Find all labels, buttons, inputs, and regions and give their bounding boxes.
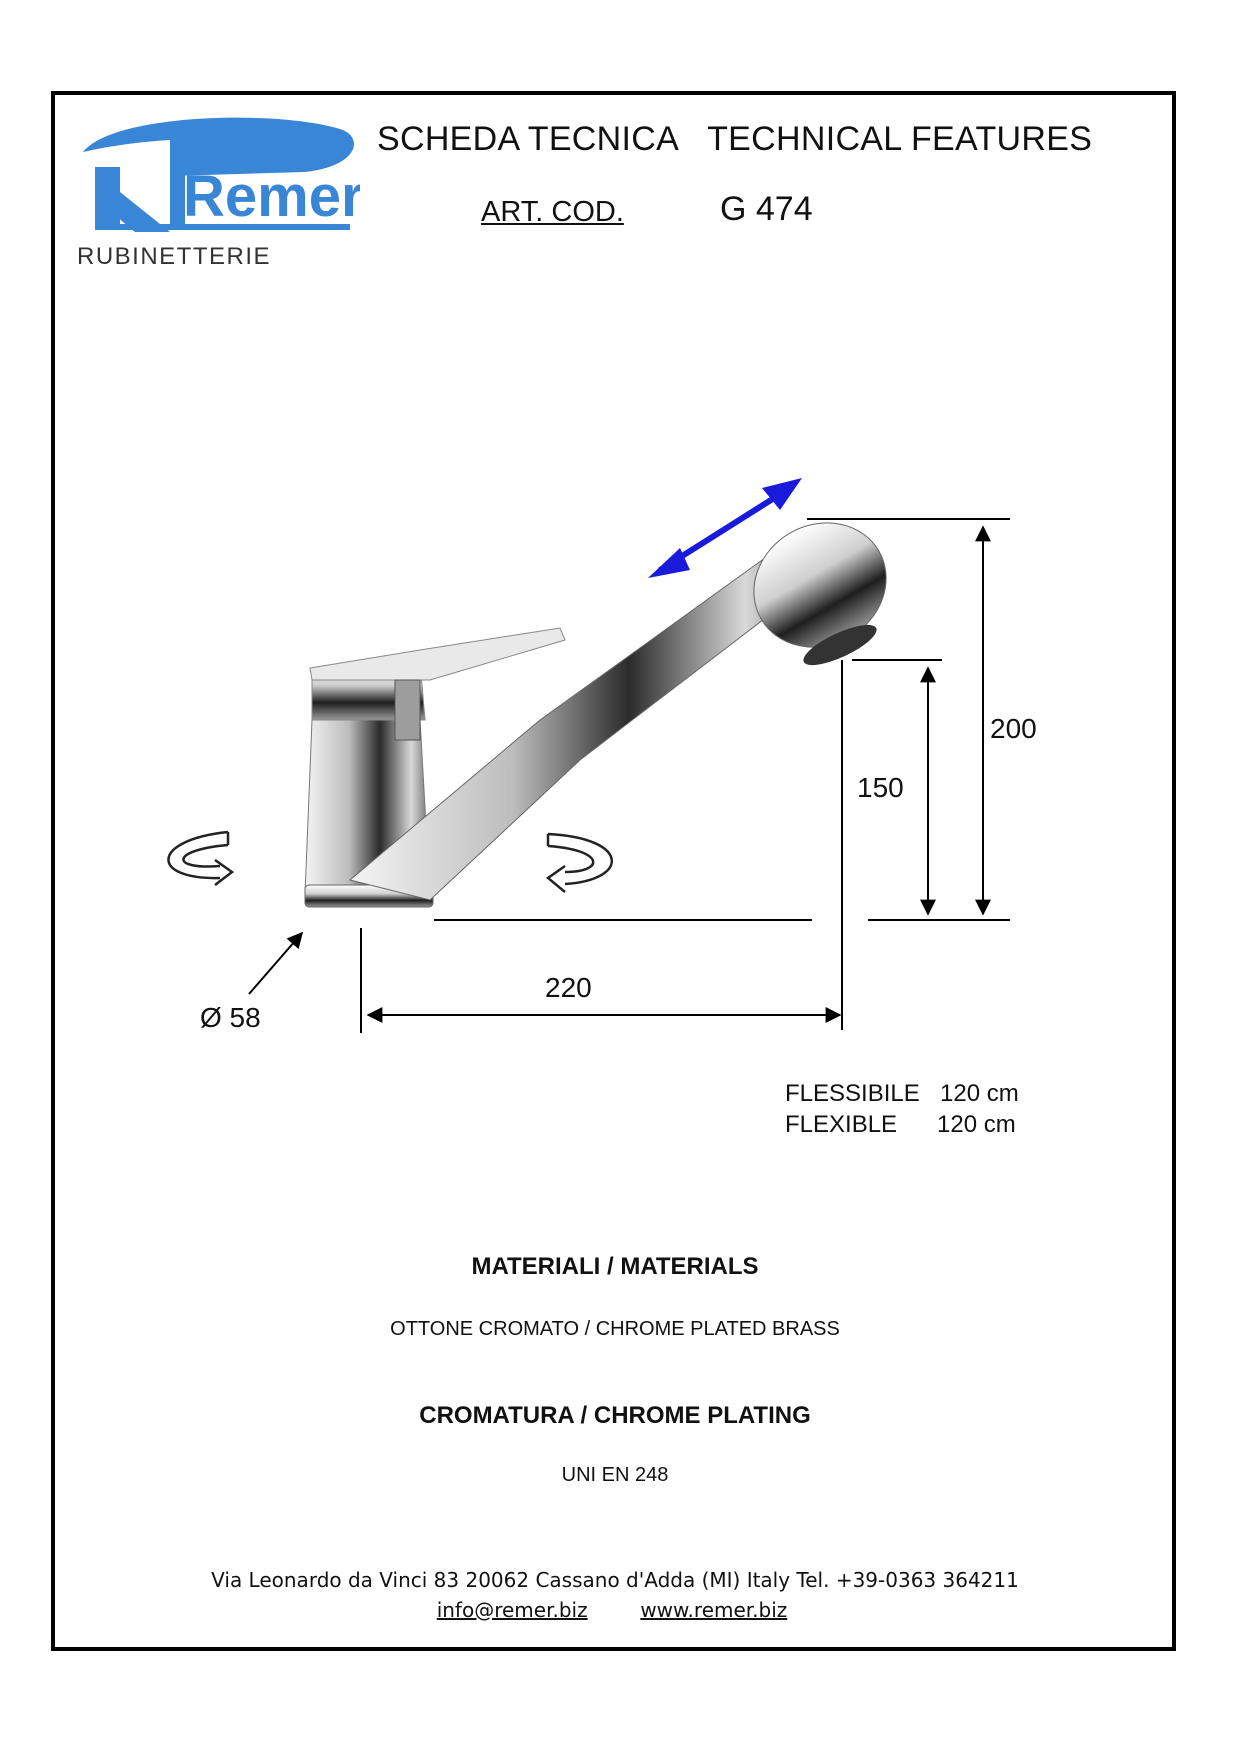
faucet-illustration: [304, 522, 887, 908]
materials-heading: MATERIALI / MATERIALS: [471, 1253, 759, 1280]
title-italian: SCHEDA TECNICA: [377, 120, 680, 158]
materials-value: OTTONE CROMATO / CHROME PLATED BRASS: [390, 1318, 840, 1340]
hose-length-en: FLEXIBLE 120 cm: [785, 1111, 1085, 1139]
pullout-arrow-head-right: [762, 478, 802, 510]
plating-value: UNI EN 248: [561, 1464, 669, 1486]
remer-logo: Remer RUBINETTERIE: [77, 117, 360, 270]
hose-value-it: 120 cm: [940, 1080, 1019, 1107]
hose-label-it: FLESSIBILE: [785, 1080, 920, 1107]
spout-height-dimension: 150: [857, 772, 904, 803]
pullout-arrow-head-left: [648, 548, 690, 578]
plating-heading: CROMATURA / CHROME PLATING: [419, 1402, 811, 1429]
total-height-dimension: 200: [990, 713, 1037, 744]
footer-address: Via Leonardo da Vinci 83 20062 Cassano d…: [211, 1568, 1019, 1592]
length-dimension: 220: [545, 972, 592, 1003]
rotation-arrow-left-icon: [167, 830, 235, 886]
hose-label-en: FLEXIBLE: [785, 1111, 898, 1138]
logo-brand-text: Remer: [183, 164, 360, 229]
footer-links: info@remer.biz www.remer.biz: [0, 1598, 1232, 1622]
document-frame: [51, 91, 1176, 1651]
website-link[interactable]: www.remer.biz: [640, 1598, 788, 1622]
title-english: TECHNICAL FEATURES: [707, 120, 1093, 158]
page-title: SCHEDA TECNICA TECHNICAL FEATURES: [377, 120, 1092, 159]
hose-length-it: FLESSIBILE 120 cm: [785, 1080, 1085, 1108]
article-code: G 474: [720, 190, 813, 228]
rotation-arrow-right-icon: [545, 832, 613, 893]
hose-value-en: 120 cm: [937, 1111, 1016, 1138]
logo-subtitle: RUBINETTERIE: [77, 243, 271, 270]
diameter-dimension: Ø 58: [200, 1002, 261, 1033]
email-link[interactable]: info@remer.biz: [436, 1598, 588, 1622]
art-cod-label: ART. COD.: [481, 196, 624, 228]
dimension-lines: [248, 518, 1010, 1033]
